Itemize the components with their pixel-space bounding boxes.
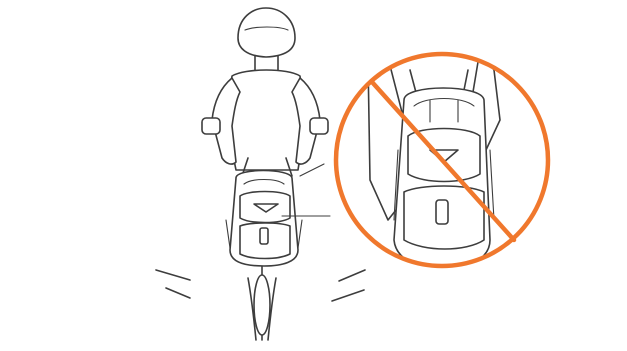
motion-lines-left bbox=[155, 269, 191, 299]
backpack-small bbox=[225, 169, 303, 267]
cyclist bbox=[201, 7, 329, 177]
motion-lines-right bbox=[331, 269, 366, 302]
callout-lines bbox=[281, 163, 331, 217]
no-symbol-icon bbox=[333, 51, 551, 269]
inset-backpack-zoom bbox=[333, 51, 551, 269]
bicycle bbox=[239, 177, 285, 341]
helmet-icon bbox=[237, 7, 296, 58]
